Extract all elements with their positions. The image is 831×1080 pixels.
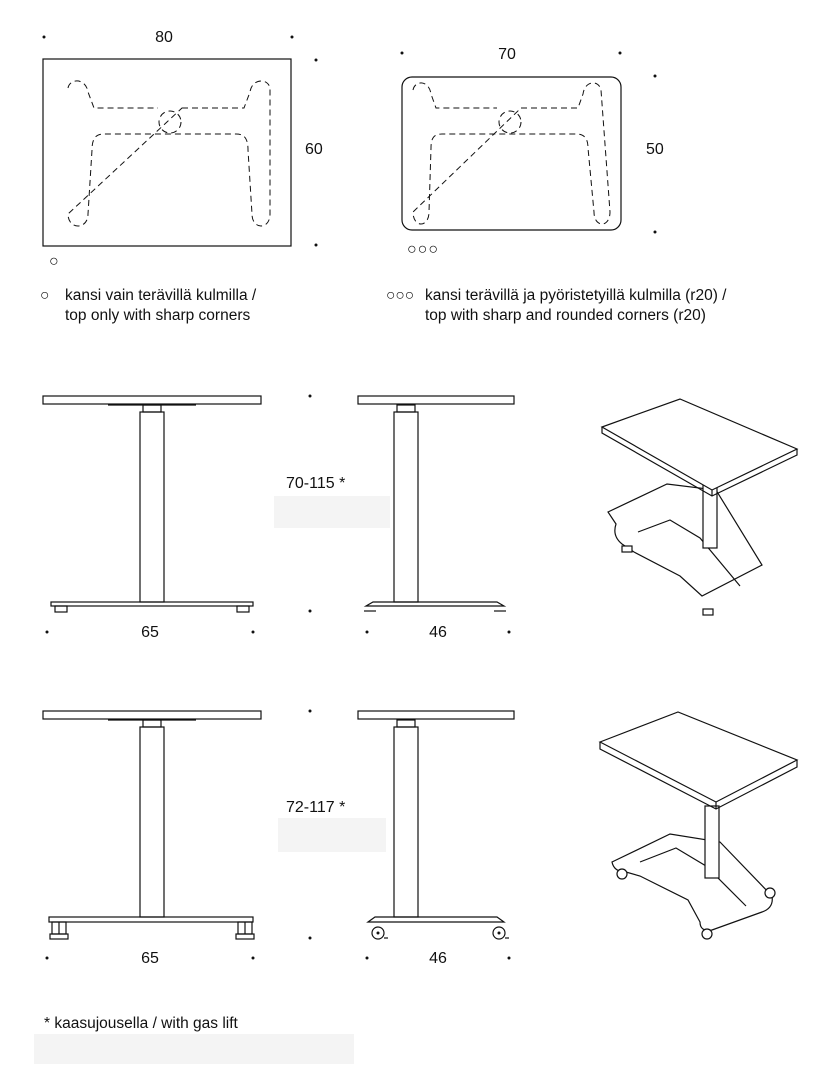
front-elevation-fixed: 65	[42, 395, 262, 641]
caption-english: top with sharp and rounded corners (r20)	[425, 307, 706, 324]
tabletop-outline	[401, 76, 622, 231]
glide	[702, 608, 714, 616]
caption-finnish: kansi vain terävillä kulmilla /	[65, 287, 257, 304]
caption-rounded: ○○○ kansi terävillä ja pyöristetyillä ku…	[386, 287, 727, 324]
depth-label: 50	[646, 141, 664, 158]
label-shade	[34, 1034, 354, 1064]
width-label: 65	[141, 950, 159, 967]
dimension-dot	[42, 35, 46, 39]
dimension-dot	[45, 630, 49, 634]
caption-marker: ○○○	[386, 287, 414, 304]
dimension-dot	[618, 51, 622, 55]
dimension-dot	[653, 74, 657, 78]
upper-column	[142, 719, 162, 728]
dimension-dot	[308, 609, 312, 613]
upper-column	[396, 404, 416, 413]
height-dimension-casters: 72-117 *	[278, 709, 386, 940]
caster-wheel	[49, 933, 69, 940]
dimension-dot	[507, 956, 511, 960]
dimension-dot	[314, 243, 318, 247]
footnote: * kaasujousella / with gas lift	[34, 1015, 354, 1064]
base-foot	[48, 916, 254, 923]
footnote-text: * kaasujousella / with gas lift	[44, 1015, 239, 1032]
width-label: 65	[141, 624, 159, 641]
caster-wheel	[371, 926, 385, 940]
tabletop-edge	[42, 395, 262, 405]
dimension-dot	[308, 936, 312, 940]
width-label: 46	[429, 950, 447, 967]
caster	[701, 928, 713, 940]
dimension-dot	[653, 230, 657, 234]
side-elevation-casters: 46	[357, 710, 515, 967]
caster-axle	[376, 931, 380, 935]
tabletop	[598, 711, 799, 803]
variant-marker: ○	[49, 253, 59, 270]
dimension-dot	[251, 956, 255, 960]
dimension-dot	[308, 394, 312, 398]
tabletop-edge	[42, 710, 262, 720]
base-foot	[611, 833, 773, 931]
base-foot	[363, 601, 507, 607]
lower-column	[139, 726, 165, 918]
dimension-dot	[365, 956, 369, 960]
dimension-dot	[507, 630, 511, 634]
isometric-view-fixed	[600, 398, 799, 616]
caption-english: top only with sharp corners	[65, 307, 250, 324]
label-shade	[278, 818, 386, 852]
base-foot	[366, 916, 506, 923]
caster	[616, 868, 628, 880]
upper-column	[396, 719, 416, 728]
upper-column	[142, 404, 162, 413]
tabletop-outline	[42, 58, 292, 247]
base-foot	[607, 483, 763, 597]
tabletop-edge	[357, 395, 515, 405]
depth-label: 60	[305, 141, 323, 158]
height-dimension-fixed: 70-115 *	[274, 394, 390, 613]
variant-marker: ○○○	[407, 241, 439, 258]
tabletop	[600, 398, 799, 491]
glide	[54, 605, 68, 613]
top-view-sharp: 80 60 ○	[42, 29, 323, 270]
column-position-dashed	[158, 110, 182, 134]
base-inner-edge	[639, 847, 747, 907]
top-view-rounded: 70 50 ○○○	[400, 46, 664, 258]
base-inner-edge	[637, 519, 741, 587]
dimension-dot	[400, 51, 404, 55]
front-elevation-casters: 65	[42, 710, 262, 967]
caster	[764, 887, 776, 899]
dimension-dot	[45, 956, 49, 960]
caption-marker: ○	[40, 287, 49, 304]
height-label: 72-117 *	[286, 799, 345, 816]
dimension-dot	[290, 35, 294, 39]
glide	[236, 605, 250, 613]
base-footprint-dashed	[412, 82, 611, 225]
dimension-dot	[308, 709, 312, 713]
width-label: 70	[498, 46, 516, 63]
width-label: 80	[155, 29, 173, 46]
base-footprint-dashed	[67, 80, 271, 227]
dimension-dot	[314, 58, 318, 62]
caster-wheel	[492, 926, 506, 940]
lower-column	[393, 411, 419, 603]
dimension-dot	[365, 630, 369, 634]
caption-sharp: ○ kansi vain terävillä kulmilla / top on…	[40, 287, 257, 324]
label-shade	[274, 496, 390, 528]
lower-column	[139, 411, 165, 603]
base-foot	[50, 601, 254, 607]
caster-axle	[497, 931, 501, 935]
height-label: 70-115 *	[286, 475, 345, 492]
column	[704, 805, 720, 879]
isometric-view-casters	[598, 711, 799, 940]
glide	[621, 545, 633, 553]
width-label: 46	[429, 624, 447, 641]
column-position-dashed	[498, 110, 522, 134]
tabletop-edge	[357, 710, 515, 720]
side-elevation-fixed: 46	[357, 395, 515, 641]
caption-finnish: kansi terävillä ja pyöristetyillä kulmil…	[425, 287, 727, 304]
caster-wheel	[235, 933, 255, 940]
dimension-dot	[251, 630, 255, 634]
lower-column	[393, 726, 419, 918]
